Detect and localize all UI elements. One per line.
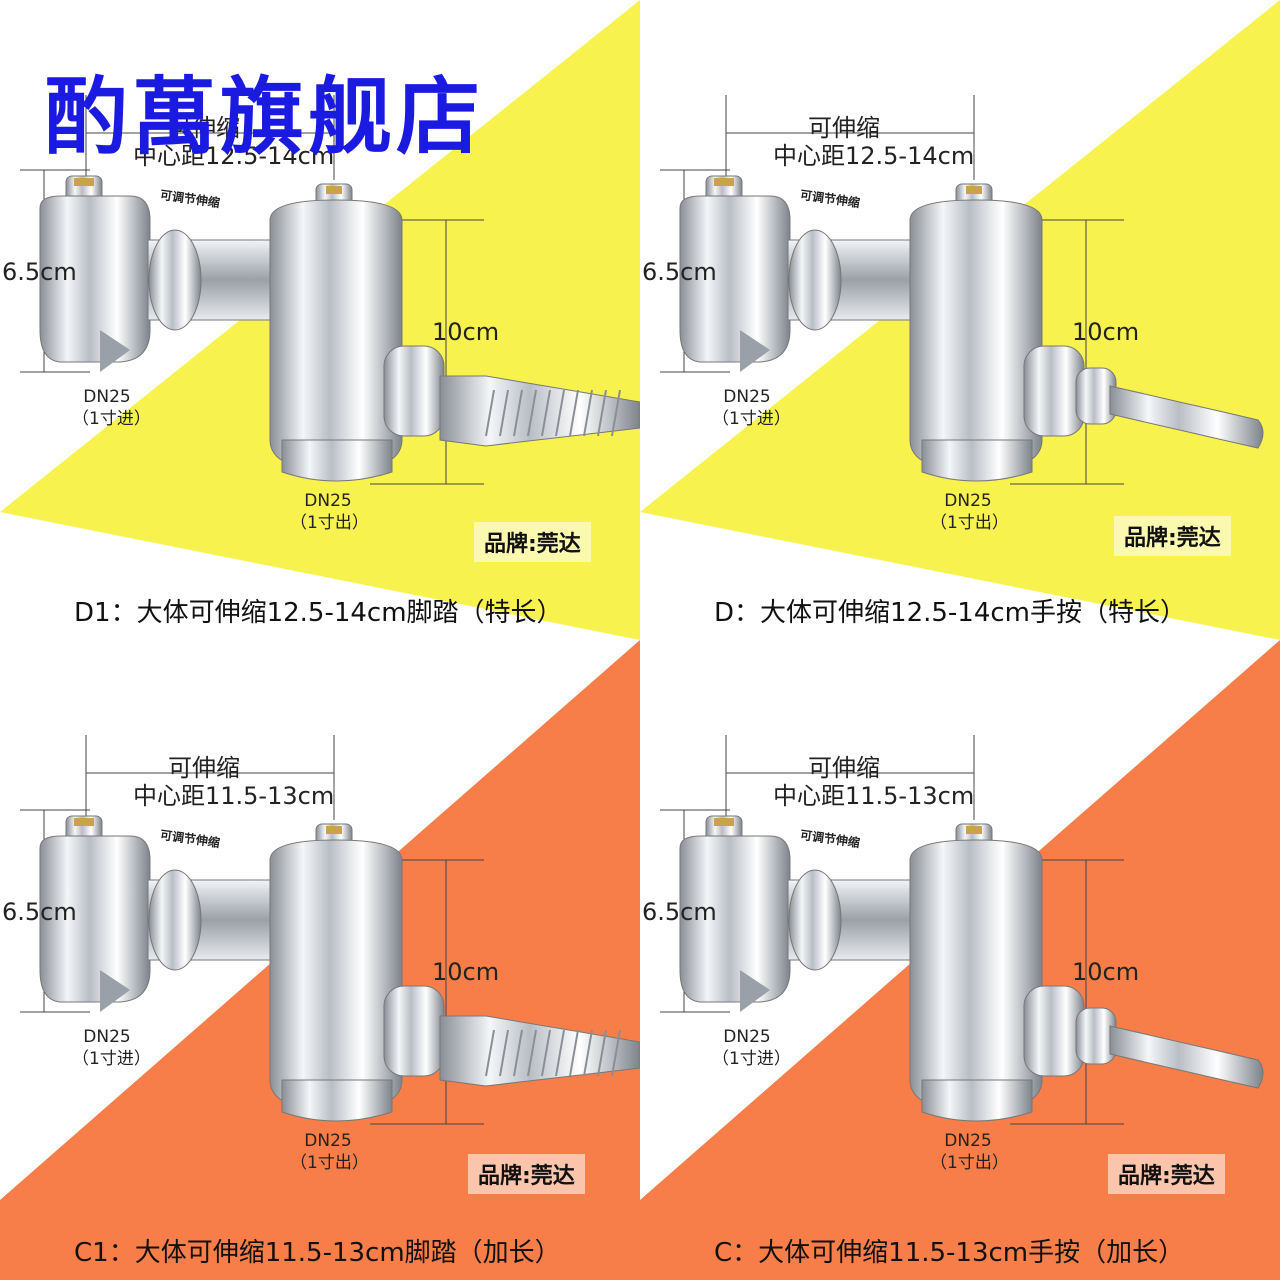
tube-nut bbox=[148, 869, 202, 971]
center-distance-label: 中心距12.5-14cm bbox=[773, 142, 975, 170]
inlet-size: DN25 bbox=[83, 387, 131, 407]
panel-caption: C1：大体可伸缩11.5-13cm脚踏（加长） bbox=[74, 1238, 561, 1268]
length-label: 10cm bbox=[1072, 958, 1140, 986]
center-distance-label: 中心距11.5-13cm bbox=[133, 782, 335, 810]
tube-nut bbox=[148, 229, 202, 331]
hand-lever bbox=[1075, 1007, 1264, 1089]
tube-nut bbox=[788, 869, 842, 971]
inlet-desc: （1寸进） bbox=[72, 409, 151, 429]
inlet-desc: （1寸进） bbox=[72, 1049, 151, 1069]
valve-main-body bbox=[909, 823, 1043, 1122]
panel-caption: D1：大体可伸缩12.5-14cm脚踏（特长） bbox=[74, 598, 563, 628]
tube-nut bbox=[788, 229, 842, 331]
outlet-size: DN25 bbox=[944, 1131, 992, 1151]
outlet-desc: （1寸出） bbox=[290, 513, 369, 533]
extend-label: 可伸缩 bbox=[168, 114, 240, 142]
inlet-label: DN25 （1寸进） bbox=[72, 1026, 151, 1070]
valve-inlet-body bbox=[679, 815, 791, 1012]
inlet-label: DN25 （1寸进） bbox=[712, 1026, 791, 1070]
flush-valve-illustration bbox=[660, 95, 1264, 485]
outlet-desc: （1寸出） bbox=[930, 513, 1009, 533]
inlet-size: DN25 bbox=[723, 387, 771, 407]
panel-caption: D：大体可伸缩12.5-14cm手按（特长） bbox=[714, 598, 1186, 628]
brand-label: 品牌:莞达 bbox=[474, 522, 591, 562]
store-name: 酌萬旗舰店 bbox=[44, 67, 485, 166]
outlet-size: DN25 bbox=[304, 1131, 352, 1151]
foot-pedal bbox=[439, 1015, 640, 1087]
handle-nut bbox=[1023, 985, 1085, 1077]
hand-lever bbox=[1075, 367, 1264, 449]
center-distance-label: 中心距11.5-13cm bbox=[773, 782, 975, 810]
panel-d1[interactable]: 可伸缩 中心距12.5-14cm 可调节伸缩 6.5cm 10cm DN25 （… bbox=[0, 0, 640, 640]
length-label: 10cm bbox=[1072, 318, 1140, 346]
foot-pedal bbox=[439, 375, 640, 447]
extend-label: 可伸缩 bbox=[168, 754, 240, 782]
length-label: 10cm bbox=[432, 958, 500, 986]
valve-inlet-body bbox=[679, 175, 791, 372]
handle-nut bbox=[1023, 345, 1085, 437]
valve-main-body bbox=[269, 823, 403, 1122]
center-distance-label: 中心距12.5-14cm bbox=[133, 142, 335, 170]
flush-valve-illustration bbox=[660, 735, 1264, 1125]
outlet-label: DN25 （1寸出） bbox=[290, 490, 369, 534]
panel-d[interactable]: 可伸缩 中心距12.5-14cm 可调节伸缩 6.5cm 10cm DN25 （… bbox=[640, 0, 1280, 640]
outlet-label: DN25 （1寸出） bbox=[290, 1130, 369, 1174]
height-label: 6.5cm bbox=[642, 898, 717, 926]
outlet-label: DN25 （1寸出） bbox=[930, 1130, 1009, 1174]
panel-c[interactable]: 可伸缩 中心距11.5-13cm 可调节伸缩 6.5cm 10cm DN25 （… bbox=[640, 640, 1280, 1280]
extend-label: 可伸缩 bbox=[808, 754, 880, 782]
dimension-lines bbox=[20, 735, 484, 1125]
handle-nut bbox=[383, 345, 445, 437]
valve-inlet-body bbox=[39, 175, 151, 372]
inlet-label: DN25 （1寸进） bbox=[712, 386, 791, 430]
handle-nut bbox=[383, 985, 445, 1077]
valve-main-body bbox=[909, 183, 1043, 482]
flush-valve-illustration bbox=[20, 95, 640, 485]
height-label: 6.5cm bbox=[2, 898, 77, 926]
height-label: 6.5cm bbox=[2, 258, 77, 286]
flush-valve-illustration bbox=[20, 735, 640, 1125]
inlet-label: DN25 （1寸进） bbox=[72, 386, 151, 430]
length-label: 10cm bbox=[432, 318, 500, 346]
height-label: 6.5cm bbox=[642, 258, 717, 286]
outlet-desc: （1寸出） bbox=[290, 1153, 369, 1173]
outlet-desc: （1寸出） bbox=[930, 1153, 1009, 1173]
panel-caption: C：大体可伸缩11.5-13cm手按（加长） bbox=[714, 1238, 1185, 1268]
inlet-desc: （1寸进） bbox=[712, 409, 791, 429]
brand-label: 品牌:莞达 bbox=[468, 1154, 585, 1194]
extend-label: 可伸缩 bbox=[808, 114, 880, 142]
inlet-desc: （1寸进） bbox=[712, 1049, 791, 1069]
inlet-size: DN25 bbox=[83, 1027, 131, 1047]
outlet-label: DN25 （1寸出） bbox=[930, 490, 1009, 534]
brand-label: 品牌:莞达 bbox=[1108, 1154, 1225, 1194]
brand-label: 品牌:莞达 bbox=[1114, 516, 1231, 556]
inlet-size: DN25 bbox=[723, 1027, 771, 1047]
outlet-size: DN25 bbox=[304, 491, 352, 511]
valve-inlet-body bbox=[39, 815, 151, 1012]
panel-c1[interactable]: 可伸缩 中心距11.5-13cm 可调节伸缩 6.5cm 10cm DN25 （… bbox=[0, 640, 640, 1280]
valve-main-body bbox=[269, 183, 403, 482]
outlet-size: DN25 bbox=[944, 491, 992, 511]
